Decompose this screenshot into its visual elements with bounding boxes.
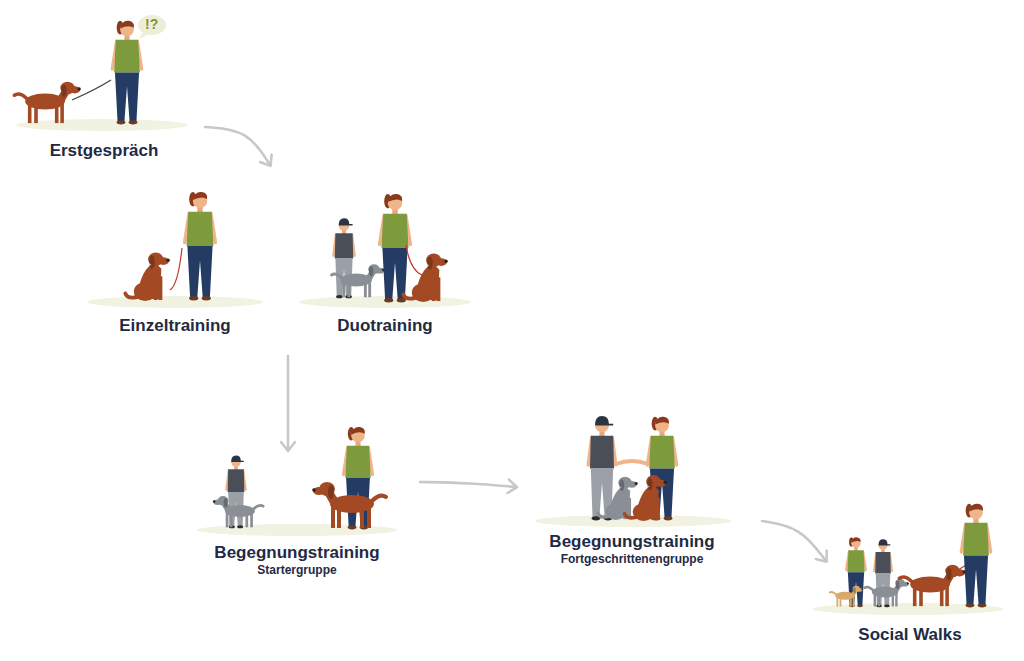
stage-subtitle: Startergruppe: [214, 563, 379, 578]
flow-arrow: [287, 356, 290, 450]
stage-title: Einzeltraining: [119, 316, 230, 336]
stage-label: BegegnungstrainingStartergruppe: [210, 542, 383, 579]
stage-label: BegegnungstrainingFortgeschrittenengrupp…: [545, 531, 718, 568]
stage-label: Duotraining: [333, 315, 436, 337]
speech-bubble-text: !?: [145, 16, 158, 32]
stage-title: Begegnungstraining: [214, 543, 379, 563]
flow-arrow: [420, 482, 516, 487]
stage-title: Erstgespräch: [50, 141, 159, 161]
stage-title: Social Walks: [858, 625, 961, 645]
stage-label: Erstgespräch: [46, 140, 163, 162]
stage-label: Social Walks: [854, 624, 965, 646]
stage-title: Begegnungstraining: [549, 532, 714, 552]
flow-arrow: [762, 521, 826, 561]
stage-label: Einzeltraining: [115, 315, 234, 337]
flow-arrow: [205, 127, 270, 165]
stage-subtitle: Fortgeschrittenengruppe: [549, 552, 714, 567]
stage-title: Duotraining: [337, 316, 432, 336]
